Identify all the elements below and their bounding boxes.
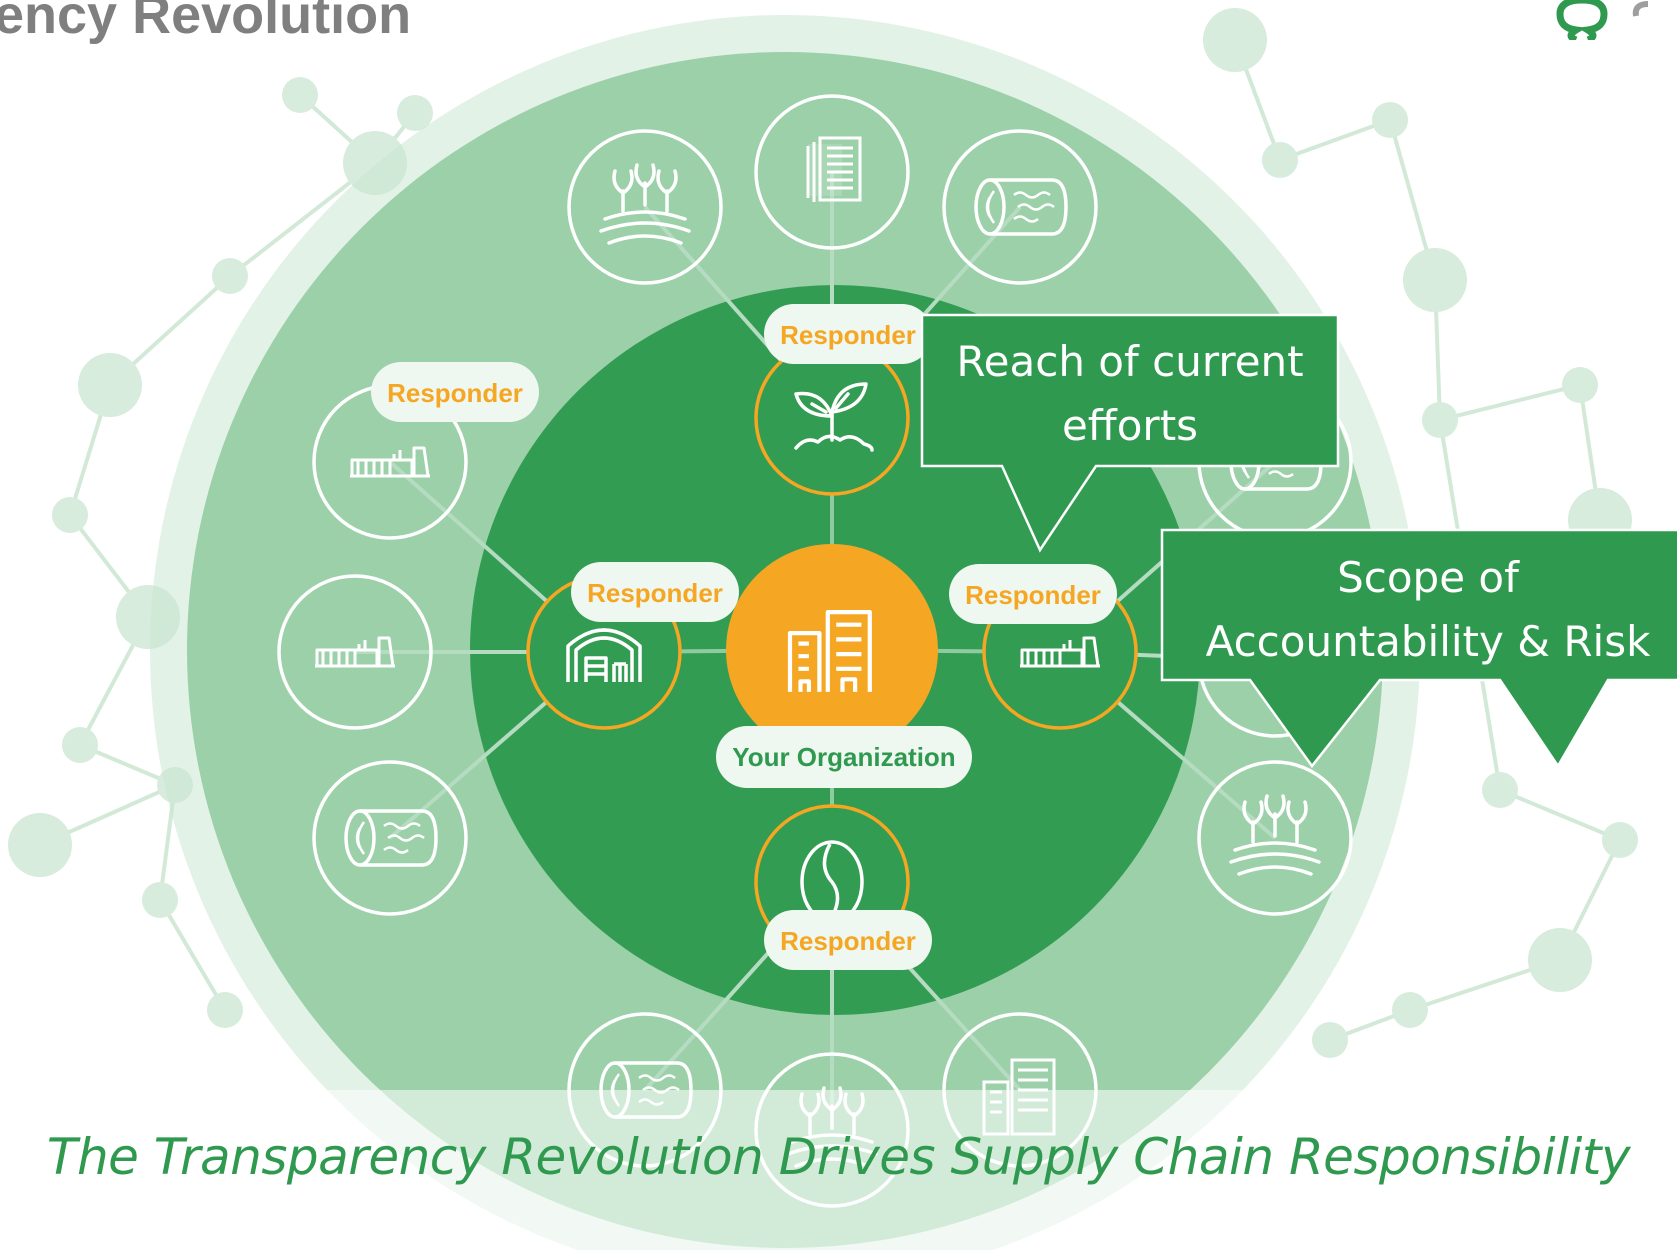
outer-node — [567, 129, 723, 285]
network-node — [1602, 822, 1638, 858]
network-edge — [158, 898, 227, 1012]
network-node — [52, 497, 88, 533]
network-node — [142, 882, 178, 918]
callout-reach: Reach of current efforts — [920, 313, 1340, 553]
outer-node — [277, 574, 433, 730]
network-node — [1482, 772, 1518, 808]
responder-badge: Responder — [764, 304, 932, 364]
your-organization-node: Your Organization — [716, 544, 972, 788]
your-organization-label-pill — [716, 726, 972, 788]
inner-node — [754, 340, 910, 496]
network-node — [1312, 1022, 1348, 1058]
responder-badge: Responder — [764, 910, 932, 970]
responder-badge: Responder — [371, 362, 539, 422]
callout-reach-line2: efforts — [1062, 401, 1198, 450]
outer-node — [312, 760, 468, 916]
network-node — [1403, 248, 1467, 312]
network-edge — [1279, 118, 1391, 162]
network-node — [1372, 102, 1408, 138]
callout-scope-line2: Accountability & Risk — [1206, 617, 1651, 666]
outer-node — [754, 94, 910, 250]
responder-label: Responder — [780, 320, 916, 350]
network-node — [1562, 367, 1598, 403]
network-node — [1422, 402, 1458, 438]
network-node — [1203, 8, 1267, 72]
network-node — [397, 95, 433, 131]
callout-scope: Scope of Accountability & Risk — [1160, 528, 1677, 769]
your-organization-label: Your Organization — [732, 742, 955, 772]
outer-node — [1197, 760, 1353, 916]
responder-label: Responder — [780, 926, 916, 956]
responder-badge: Responder — [571, 562, 739, 622]
network-edge — [1439, 383, 1581, 422]
responder-badge: Responder — [949, 564, 1117, 624]
network-node — [207, 992, 243, 1028]
slide-title: ency Revolution — [0, 0, 412, 45]
network-node — [62, 727, 98, 763]
responder-label: Responder — [965, 580, 1101, 610]
responder-label: Responder — [587, 578, 723, 608]
brand-logo-icon — [1556, 0, 1649, 40]
callout-scope-line1: Scope of — [1337, 553, 1520, 602]
caption-band — [0, 1090, 1677, 1250]
outer-node — [942, 129, 1098, 285]
network-node — [1528, 928, 1592, 992]
caption: The Transparency Revolution Drives Suppl… — [46, 1128, 1631, 1186]
network-node — [1392, 992, 1428, 1028]
responder-label: Responder — [387, 378, 523, 408]
network-node — [1262, 142, 1298, 178]
network-node — [8, 813, 72, 877]
network-node — [282, 77, 318, 113]
callout-reach-line1: Reach of current — [956, 337, 1303, 386]
network-node — [212, 258, 248, 294]
network-node — [78, 353, 142, 417]
network-edge — [1499, 788, 1621, 842]
